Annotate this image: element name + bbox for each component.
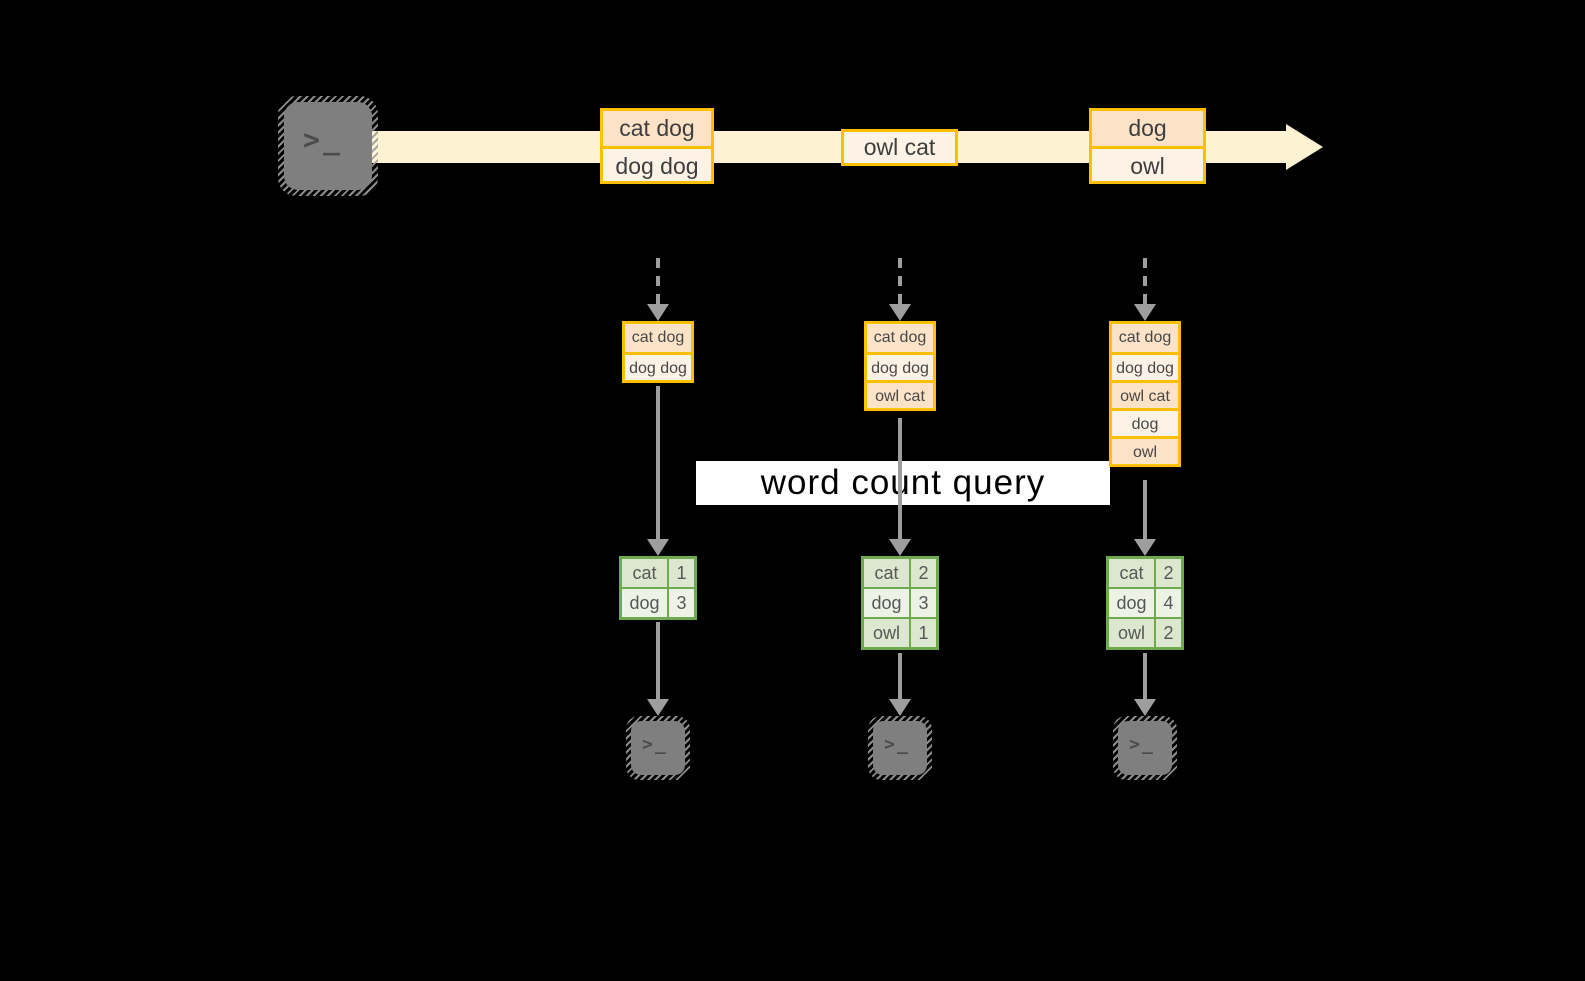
solid-arrow-line <box>656 386 660 540</box>
source-terminal-icon: >_ <box>278 96 378 196</box>
dashed-arrowhead-icon <box>1134 304 1156 321</box>
batch-cell: dog <box>1092 111 1203 146</box>
query-label: word count query <box>760 463 1046 502</box>
terminal-body: >_ <box>873 721 927 775</box>
solid-arrow-line <box>1143 480 1147 540</box>
count-cell: 2 <box>911 559 936 587</box>
solid-arrowhead-icon <box>1134 699 1156 716</box>
state-box-3: cat dog dog dog owl cat dog owl <box>1109 321 1181 467</box>
terminal-body: >_ <box>631 721 685 775</box>
count-cell: 2 <box>1156 619 1181 647</box>
count-cell: 3 <box>669 589 694 617</box>
solid-arrowhead-icon <box>889 539 911 556</box>
stream-arrowhead <box>1286 124 1323 170</box>
state-cell: owl cat <box>1112 380 1178 408</box>
solid-arrow-line <box>898 418 902 540</box>
dashed-arrow-line <box>898 258 902 304</box>
count-table-3: cat 2 dog 4 owl 2 <box>1106 556 1184 650</box>
count-table-1: cat 1 dog 3 <box>619 556 697 620</box>
state-cell: owl <box>1112 436 1178 464</box>
state-cell: dog dog <box>1112 352 1178 380</box>
query-banner: word count query <box>696 461 1110 505</box>
batch-cell: dog dog <box>603 146 711 181</box>
terminal-body: >_ <box>284 102 372 190</box>
state-cell: dog dog <box>625 352 691 380</box>
count-cell: 3 <box>911 589 936 617</box>
stream-batch-2: owl cat <box>841 129 958 166</box>
state-box-2: cat dog dog dog owl cat <box>864 321 936 411</box>
state-cell: dog <box>1112 408 1178 436</box>
sink-terminal-icon: >_ <box>626 716 690 780</box>
count-table-2: cat 2 dog 3 owl 1 <box>861 556 939 650</box>
terminal-body: >_ <box>1118 721 1172 775</box>
dashed-arrowhead-icon <box>889 304 911 321</box>
terminal-prompt-icon: >_ <box>303 122 343 156</box>
word-cell: cat <box>864 559 909 587</box>
solid-arrowhead-icon <box>647 539 669 556</box>
dashed-arrowhead-icon <box>647 304 669 321</box>
state-cell: dog dog <box>867 352 933 380</box>
word-cell: owl <box>864 619 909 647</box>
count-cell: 2 <box>1156 559 1181 587</box>
solid-arrowhead-icon <box>1134 539 1156 556</box>
dashed-arrow-line <box>656 258 660 304</box>
count-cell: 1 <box>669 559 694 587</box>
dashed-arrow-line <box>1143 258 1147 304</box>
stream-batch-3: dog owl <box>1089 108 1206 184</box>
terminal-prompt-icon: >_ <box>642 733 668 755</box>
state-cell: owl cat <box>867 380 933 408</box>
solid-arrowhead-icon <box>647 699 669 716</box>
terminal-prompt-icon: >_ <box>1129 733 1155 755</box>
word-cell: cat <box>622 559 667 587</box>
solid-arrow-line <box>656 622 660 700</box>
stream-batch-1: cat dog dog dog <box>600 108 714 184</box>
batch-cell: cat dog <box>603 111 711 146</box>
solid-arrow-line <box>1143 653 1147 700</box>
terminal-prompt-icon: >_ <box>884 733 910 755</box>
word-cell: dog <box>622 589 667 617</box>
state-cell: cat dog <box>625 324 691 352</box>
batch-cell: owl <box>1092 146 1203 181</box>
solid-arrowhead-icon <box>889 699 911 716</box>
state-box-1: cat dog dog dog <box>622 321 694 383</box>
count-cell: 4 <box>1156 589 1181 617</box>
sink-terminal-icon: >_ <box>868 716 932 780</box>
word-cell: dog <box>1109 589 1154 617</box>
count-cell: 1 <box>911 619 936 647</box>
word-cell: owl <box>1109 619 1154 647</box>
word-cell: dog <box>864 589 909 617</box>
batch-cell: owl cat <box>844 132 955 163</box>
solid-arrow-line <box>898 653 902 700</box>
word-cell: cat <box>1109 559 1154 587</box>
state-cell: cat dog <box>867 324 933 352</box>
sink-terminal-icon: >_ <box>1113 716 1177 780</box>
state-cell: cat dog <box>1112 324 1178 352</box>
